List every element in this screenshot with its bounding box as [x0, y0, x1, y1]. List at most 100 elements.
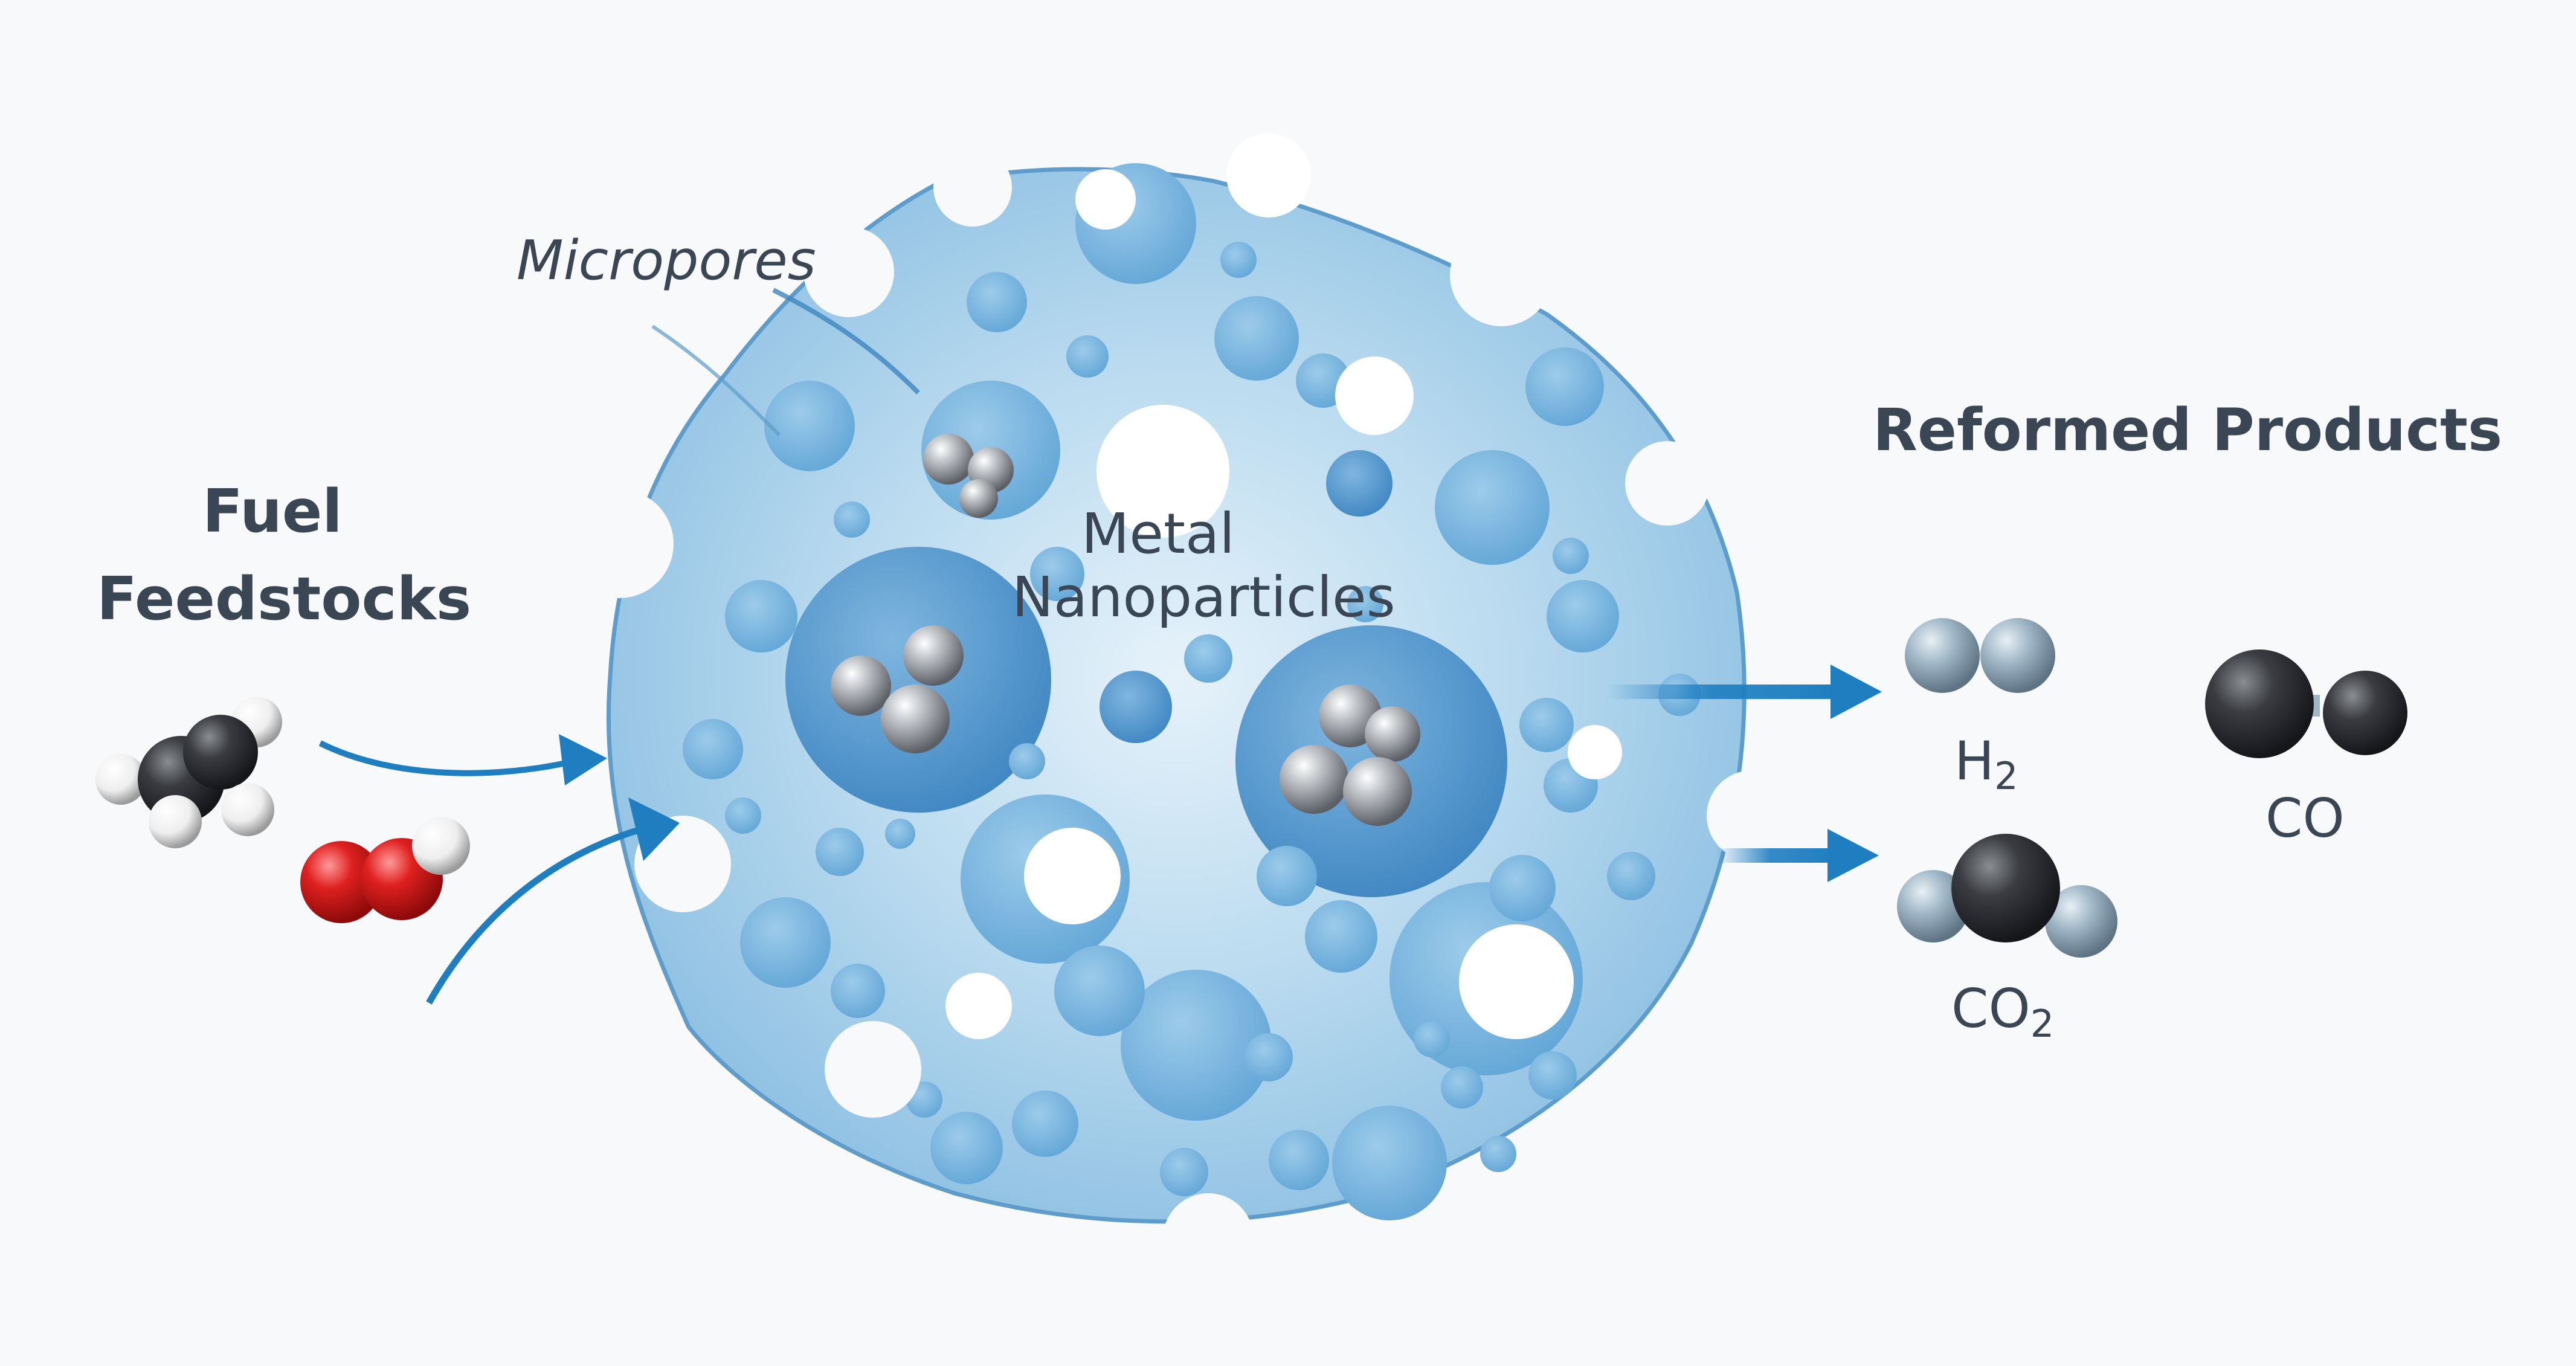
metal-nanoparticle-cluster-3 [1280, 685, 1420, 826]
metal-atom [1365, 706, 1420, 762]
carbon-atom [1951, 834, 2060, 942]
fuel-feedstocks-label-line1: Fuel [202, 477, 343, 546]
metal-atom [881, 685, 950, 753]
metal-nanoparticle-cluster-1 [923, 434, 1014, 518]
carbon-atom [2205, 649, 2314, 758]
water-molecule-icon [300, 817, 470, 923]
pore [816, 828, 864, 876]
metal-atom [923, 434, 974, 485]
pore [1607, 852, 1655, 900]
methane-molecule-icon [95, 697, 282, 848]
open-pore [1226, 133, 1311, 217]
pore [1435, 450, 1550, 565]
feed-arrows [318, 734, 680, 1005]
pore [1245, 1033, 1293, 1081]
product-arrow-upper-shaft [1607, 685, 1837, 699]
carbon-atom [183, 715, 258, 790]
pore [1332, 1106, 1447, 1220]
co2-molecule-icon [1897, 834, 2117, 958]
pore [1257, 846, 1317, 906]
edge-notch [1707, 770, 1797, 861]
open-pore [1568, 725, 1622, 779]
oxygen-atom [2045, 885, 2117, 958]
pore [1066, 335, 1109, 378]
pore [1441, 1066, 1483, 1109]
edge-notch [1163, 1193, 1254, 1284]
pore [1184, 634, 1232, 683]
edge-notch [933, 148, 1012, 227]
pore [1553, 538, 1589, 574]
pore [930, 1112, 1003, 1184]
oxygen-atom [300, 841, 382, 923]
feed-arrow-lower-head [628, 797, 680, 861]
edge-notch [565, 489, 674, 598]
pore [1100, 671, 1172, 743]
pore [725, 797, 761, 834]
micropores-label: Micropores [517, 229, 816, 292]
open-pore [1024, 828, 1121, 924]
pore [1160, 1148, 1208, 1196]
metal-atom [1280, 745, 1348, 814]
h2-molecule-icon [1905, 618, 2055, 693]
pore [1220, 242, 1257, 278]
pore [1214, 296, 1299, 381]
metal-nanoparticles-label-line2: Nanoparticles [1012, 565, 1396, 630]
product-arrow-lower-head [1827, 829, 1879, 882]
fuel-feedstocks-label-line2: Feedstocks [97, 565, 471, 634]
hydrogen-atom [149, 795, 202, 848]
pore [1347, 586, 1383, 622]
co-molecule-icon [2205, 649, 2407, 758]
pore [1414, 1021, 1450, 1057]
product-arrow-upper-head [1831, 665, 1882, 719]
catalyst-particle [565, 133, 1797, 1284]
pore [683, 719, 743, 779]
micropores-leader-line [651, 324, 781, 437]
pore [1009, 743, 1045, 779]
pore [834, 501, 870, 538]
edge-notch [1450, 224, 1553, 326]
hydrogen-atom [1905, 618, 1980, 693]
pore [1326, 450, 1393, 517]
pore [1305, 900, 1377, 973]
feed-arrow-upper [318, 740, 575, 776]
oxygen-atom [2323, 671, 2407, 755]
co2-label: CO2 [1951, 978, 2054, 1046]
pore [1525, 347, 1604, 426]
metal-atom [903, 625, 964, 686]
open-pore [1075, 169, 1136, 230]
edge-notches [565, 148, 1797, 1284]
pore [967, 272, 1027, 332]
product-arrow-lower-shaft [1716, 848, 1837, 863]
edge-notch [803, 227, 894, 317]
pore [1030, 547, 1084, 601]
pore [1480, 1136, 1516, 1172]
feed-arrow-lower [426, 824, 648, 1005]
pore [740, 897, 831, 988]
metal-nanoparticle-cluster-2 [831, 625, 964, 753]
pore [831, 964, 885, 1018]
open-pore [1459, 924, 1574, 1039]
pore [1269, 1130, 1329, 1190]
pore [1519, 698, 1574, 752]
micropores-leader-line [772, 288, 920, 395]
open-pores-group [945, 133, 1622, 1039]
pore [1489, 855, 1556, 921]
pore [1121, 970, 1272, 1121]
hydrogen-atom [412, 817, 470, 875]
metal-atom [831, 656, 891, 716]
h2-label: H2 [1954, 730, 2018, 798]
hydrogen-atom [95, 754, 146, 805]
metal-atom [959, 479, 998, 518]
hydrogen-atom [221, 783, 274, 836]
product-arrows [1607, 665, 1882, 882]
reformed-products-label: Reformed Products [1873, 396, 2502, 464]
pore [1054, 946, 1145, 1036]
pore [1528, 1051, 1577, 1100]
open-pore [1335, 356, 1414, 435]
pore [725, 580, 797, 652]
open-pore [1096, 405, 1229, 538]
feed-arrow-upper-head [559, 734, 607, 785]
pore [1012, 1091, 1078, 1157]
